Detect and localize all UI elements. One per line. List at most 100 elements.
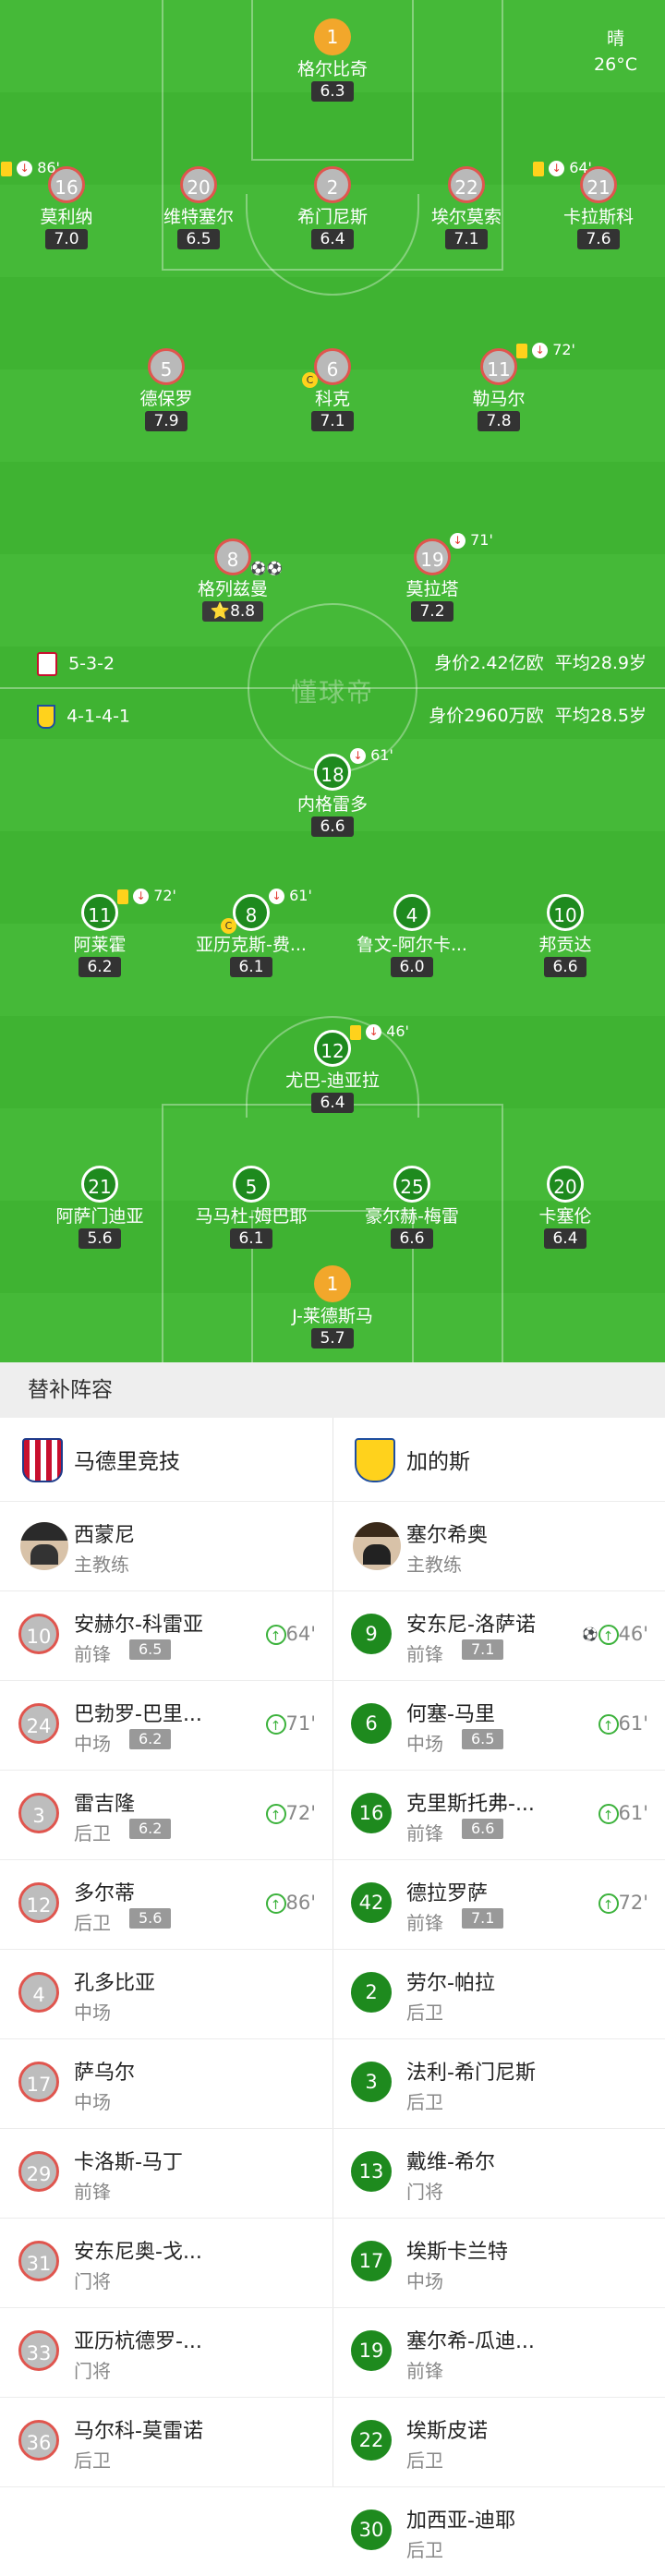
home-coach[interactable]: 西蒙尼 主教练 <box>0 1502 332 1591</box>
sub-player-row[interactable]: 13 戴维-希尔 门将 <box>332 2129 665 2219</box>
sub-rating: 6.2 <box>129 1729 172 1749</box>
sub-position: 后卫 <box>74 1822 111 1844</box>
player-home[interactable]: 21 ↓ 64' 卡拉斯科 7.6 <box>520 159 665 249</box>
sub-rating: 5.6 <box>129 1908 172 1929</box>
player-away[interactable]: 21 阿萨门迪亚 5.6 <box>21 1166 178 1249</box>
sub-number: 2 <box>351 1972 392 2013</box>
sub-name: 孔多比亚 <box>74 1972 156 1995</box>
sub-name: 安赫尔-科雷亚 <box>74 1614 203 1637</box>
coach-name: 塞尔希奥 <box>406 1524 489 1547</box>
player-away[interactable]: 4 鲁文-阿尔卡... 6.0 <box>333 894 490 977</box>
sub-rating: 6.5 <box>129 1639 172 1660</box>
sub-player-row[interactable]: 6 何塞-马里 中场 6.5 ↑61' <box>332 1681 665 1771</box>
player-home-gk[interactable]: 1 格尔比奇 6.3 <box>254 18 411 102</box>
player-name: 希门尼斯 <box>296 207 368 227</box>
sub-player-row[interactable]: 36 马尔科-莫雷诺 后卫 <box>0 2398 332 2487</box>
minute-text: 64' <box>285 1623 317 1645</box>
player-rating: 5.7 <box>311 1328 354 1348</box>
away-subs-column: 加的斯 塞尔希奥 主教练 9 安东尼-洛萨诺 前锋 7.1 ⚽↑46' 6 何塞… <box>332 1418 665 2576</box>
minute-text: 46' <box>618 1623 649 1645</box>
sub-out-icon: ↓ <box>532 343 549 358</box>
sub-position: 后卫 <box>74 2449 111 2472</box>
soccer-ball-icon: ⚽ <box>582 1627 598 1642</box>
weather-temperature: 26°C <box>594 54 637 75</box>
player-number: 1 <box>314 1265 351 1302</box>
sub-player-row[interactable]: 29 卡洛斯-马丁 前锋 <box>0 2129 332 2219</box>
sub-name: 马尔科-莫雷诺 <box>74 2420 203 2443</box>
player-home-captain[interactable]: 6 C 科克 7.1 <box>254 348 411 431</box>
player-away[interactable]: 12 ↓ 46' 尤巴-迪亚拉 6.4 <box>254 1022 411 1113</box>
sub-name: 安东尼-洛萨诺 <box>406 1614 536 1637</box>
player-away[interactable]: 10 邦贡达 6.6 <box>487 894 644 977</box>
sub-player-row[interactable]: 4 孔多比亚 中场 <box>0 1950 332 2039</box>
sub-player-row[interactable]: 16 克里斯托弗-... 前锋 6.6 ↑61' <box>332 1771 665 1860</box>
sub-player-row[interactable]: 10 安赫尔-科雷亚 前锋 6.5 ↑64' <box>0 1591 332 1681</box>
sub-name: 何塞-马里 <box>406 1703 495 1726</box>
sub-position: 前锋 <box>406 2360 443 2382</box>
player-name: 卡拉斯科 <box>562 207 634 227</box>
player-rating: 6.6 <box>311 816 354 837</box>
player-number: 20 <box>547 1166 584 1203</box>
player-rating: 6.4 <box>311 1093 354 1113</box>
player-events: ↓ 72' <box>117 887 176 905</box>
player-away-gk[interactable]: 1 J-莱德斯马 5.7 <box>254 1265 411 1348</box>
player-home[interactable]: 19 ↓ 71' 莫拉塔 7.2 <box>354 531 511 622</box>
sub-in-minute: ↑71' <box>265 1712 316 1735</box>
sub-player-row[interactable]: 42 德拉罗萨 前锋 7.1 ↑72' <box>332 1860 665 1950</box>
event-minute: 61' <box>370 746 393 764</box>
player-home[interactable]: 22 埃尔莫索 7.1 <box>388 166 545 249</box>
sub-position: 前锋 <box>74 1643 111 1665</box>
sub-name: 劳尔-帕拉 <box>406 1972 495 1995</box>
sub-player-row[interactable]: 31 安东尼奥-戈... 门将 <box>0 2219 332 2308</box>
player-away[interactable]: 20 卡塞伦 6.4 <box>487 1166 644 1249</box>
sub-player-row[interactable]: 3 法利-希门尼斯 后卫 <box>332 2039 665 2129</box>
sub-name: 德拉罗萨 <box>406 1882 489 1905</box>
sub-position: 中场 <box>74 1733 111 1755</box>
sub-player-row[interactable]: 24 巴勃罗-巴里... 中场 6.2 ↑71' <box>0 1681 332 1771</box>
player-home[interactable]: 8 ⚽⚽ 格列兹曼 ⭐8.8 <box>154 538 311 622</box>
player-number: 1 <box>314 18 351 55</box>
away-team-header[interactable]: 加的斯 <box>332 1418 665 1502</box>
player-home[interactable]: 16 ↓ 86' 莫利纳 7.0 <box>0 159 145 249</box>
sub-in-minute: ⚽↑46' <box>582 1623 648 1645</box>
player-number: 4 <box>393 894 430 931</box>
sub-player-row[interactable]: 19 塞尔希-瓜迪... 前锋 <box>332 2308 665 2398</box>
sub-player-row[interactable]: 30 加西亚-迪耶 后卫 <box>332 2487 665 2576</box>
sub-player-row[interactable]: 3 雷吉隆 后卫 6.2 ↑72' <box>0 1771 332 1860</box>
player-home[interactable]: 5 德保罗 7.9 <box>88 348 245 431</box>
sub-out-icon: ↓ <box>17 161 33 176</box>
home-subs-column: 马德里竞技 西蒙尼 主教练 10 安赫尔-科雷亚 前锋 6.5 ↑64' 24 … <box>0 1418 333 2487</box>
sub-player-row[interactable]: 9 安东尼-洛萨诺 前锋 7.1 ⚽↑46' <box>332 1591 665 1681</box>
away-formation: 4-1-4-1 <box>66 706 131 727</box>
player-number: 8 <box>233 894 270 931</box>
player-home[interactable]: 20 维特塞尔 6.5 <box>120 166 277 249</box>
away-coach[interactable]: 塞尔希奥 主教练 <box>332 1502 665 1591</box>
player-events: ↓ 72' <box>516 341 575 359</box>
sub-player-row[interactable]: 17 萨乌尔 中场 <box>0 2039 332 2129</box>
player-away-captain[interactable]: 8 C ↓ 61' 亚历克斯-费... 6.1 <box>173 887 330 977</box>
arrow-up-icon: ↑ <box>265 1625 286 1645</box>
player-rating: 5.6 <box>79 1228 121 1249</box>
player-number: 5 <box>148 348 185 385</box>
event-minute: 64' <box>569 159 592 176</box>
home-team-header[interactable]: 马德里竞技 <box>0 1418 332 1502</box>
player-away[interactable]: 18 ↓ 61' 内格雷多 6.6 <box>254 746 411 837</box>
player-away[interactable]: 5 马马杜-姆巴耶 6.1 <box>173 1166 330 1249</box>
sub-player-row[interactable]: 22 埃斯皮诺 后卫 <box>332 2398 665 2487</box>
sub-player-row[interactable]: 33 亚历杭德罗-... 门将 <box>0 2308 332 2398</box>
sub-position: 前锋 <box>74 2181 111 2203</box>
sub-player-row[interactable]: 17 埃斯卡兰特 中场 <box>332 2219 665 2308</box>
player-home[interactable]: 11 ↓ 72' 勒马尔 7.8 <box>420 341 577 431</box>
player-name: 莫拉塔 <box>405 579 459 599</box>
event-minute: 61' <box>289 887 312 904</box>
player-name: 维特塞尔 <box>163 207 234 227</box>
player-away[interactable]: 11 ↓ 72' 阿莱霍 6.2 <box>21 887 178 977</box>
sub-name: 雷吉隆 <box>74 1793 136 1816</box>
home-formation: 5-3-2 <box>68 653 115 674</box>
player-away[interactable]: 25 豪尔赫-梅雷 6.6 <box>333 1166 490 1249</box>
minute-text: 72' <box>618 1892 649 1914</box>
sub-player-row[interactable]: 2 劳尔-帕拉 后卫 <box>332 1950 665 2039</box>
player-home[interactable]: 2 希门尼斯 6.4 <box>254 166 411 249</box>
sub-player-row[interactable]: 12 多尔蒂 后卫 5.6 ↑86' <box>0 1860 332 1950</box>
sub-name: 安东尼奥-戈... <box>74 2241 202 2264</box>
